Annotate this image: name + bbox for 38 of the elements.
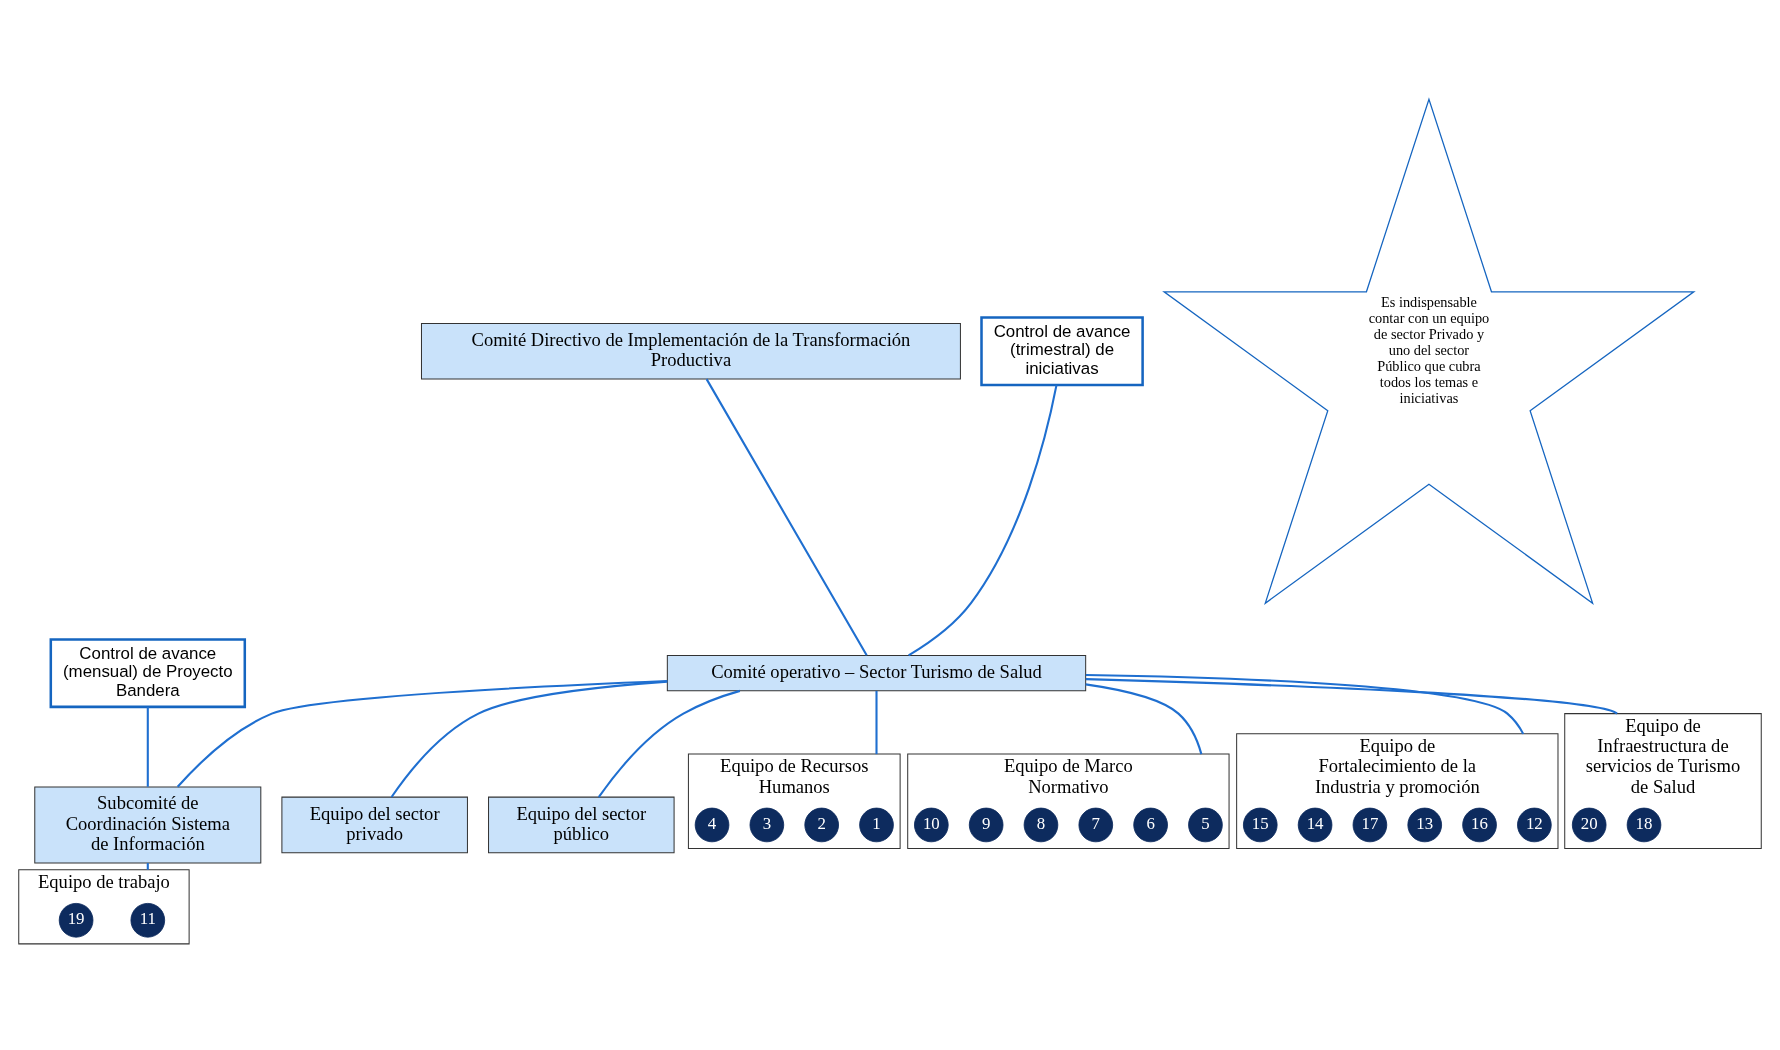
node-circle: 3 [749, 807, 785, 843]
node-circle: 14 [1297, 807, 1333, 843]
node-circle: 12 [1517, 807, 1552, 843]
node-circle: 15 [1242, 807, 1278, 843]
node-circle: 10 [914, 807, 949, 843]
connector [1085, 678, 1618, 715]
node-circle: 5 [1188, 807, 1223, 843]
connector [1085, 673, 1525, 735]
connector [908, 384, 1058, 657]
node-circle: 19 [58, 902, 94, 938]
node-circle: 6 [1133, 807, 1168, 843]
connector [390, 680, 668, 798]
connector [597, 689, 741, 798]
node-circle: 13 [1407, 807, 1442, 843]
connector [146, 863, 149, 870]
node-circle: 2 [804, 807, 839, 843]
node-box: Equipo del sector privado [281, 796, 468, 854]
node-circle: 7 [1078, 807, 1114, 843]
connector [176, 679, 668, 788]
connector [146, 706, 149, 787]
node-box: Subcomité de Coordinación Sistema de Información [34, 786, 262, 864]
node-circle: 11 [130, 902, 166, 938]
node-box: Comité operativo – Sector Turismo de Salud [666, 654, 1087, 692]
node-circle: 9 [968, 807, 1004, 843]
node-circle: 4 [694, 807, 730, 843]
node-circle: 18 [1626, 807, 1662, 843]
node-circle: 20 [1571, 807, 1607, 843]
node-box: Comité Directivo de Implementación de la Transformación Productiva [420, 322, 961, 380]
connector [705, 378, 868, 656]
node-box: Equipo del sector público [488, 796, 675, 854]
node-box: Control de avance (mensual) de Proyecto Bandera [49, 638, 247, 709]
node-circle: 1 [859, 807, 894, 843]
connector [1085, 683, 1203, 755]
node-circle: 16 [1462, 807, 1497, 843]
connector [875, 690, 878, 755]
node-box: Control de avance (trimestral) de iniciativas [980, 316, 1144, 387]
node-circle: 8 [1023, 807, 1059, 843]
node-circle: 17 [1352, 807, 1388, 843]
